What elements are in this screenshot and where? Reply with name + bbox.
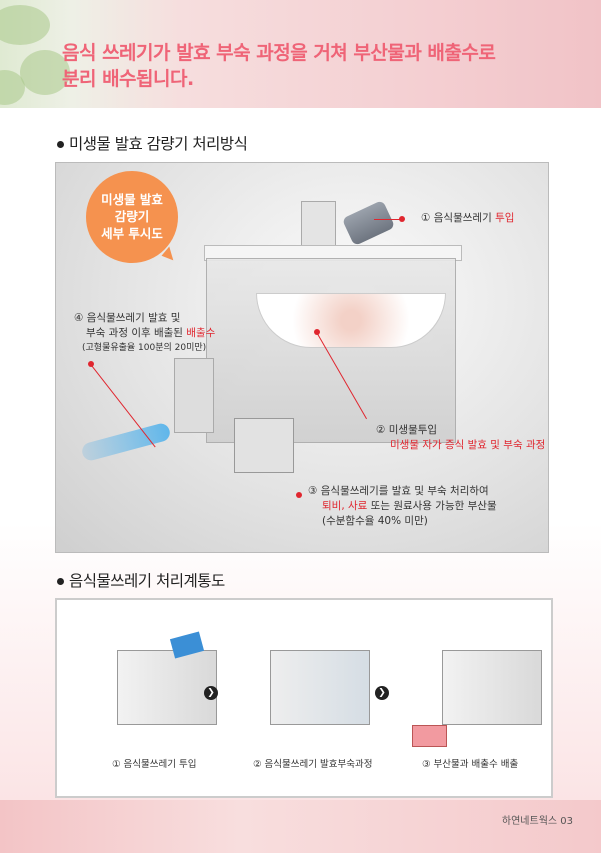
bubble-line: 감량기 — [114, 209, 150, 224]
section-heading-1: 미생물 발효 감량기 처리방식 — [57, 132, 248, 154]
step-caption-2: ② 음식물쓰레기 발효부숙과정 — [253, 759, 373, 770]
callout-2: ② 미생물투입 미생물 자가 증식 발효 및 부숙 과정 — [376, 424, 546, 451]
footer-background — [0, 800, 601, 853]
water-stream — [80, 421, 172, 463]
bubble-badge: 미생물 발효 감량기 세부 투시도 — [86, 171, 178, 263]
output-tray — [234, 418, 294, 473]
machine-step-1 — [117, 650, 217, 725]
section-title: 음식물쓰레기 처리계통도 — [69, 572, 225, 590]
byproduct-tray — [412, 725, 447, 747]
next-arrow-icon: ❯ — [375, 686, 389, 700]
section-title: 미생물 발효 감량기 처리방식 — [69, 135, 248, 153]
callout-line — [374, 219, 400, 220]
callout-dot — [399, 216, 405, 222]
callout-dot — [296, 492, 302, 498]
discharge-unit — [174, 358, 214, 433]
leaf-decoration — [20, 50, 70, 95]
page-title: 음식 쓰레기가 발효 부숙 과정을 거쳐 부산물과 배출수로 분리 배수됩니다. — [62, 40, 496, 92]
callout-3: ③ 음식물쓰레기를 발효 및 부숙 처리하여 퇴비, 사료 또는 원료사용 가능… — [308, 485, 497, 527]
bubble-line: 미생물 발효 — [101, 192, 163, 207]
trash-bin-icon — [341, 199, 396, 247]
bullet-icon — [57, 578, 64, 585]
process-flow-diagram: ❯ ❯ ① 음식물쓰레기 투입 ② 음식물쓰레기 발효부숙과정 ③ 부산물과 배… — [55, 598, 553, 798]
input-chute — [301, 201, 336, 247]
machine-step-2 — [270, 650, 370, 725]
cutaway-illustration: 미생물 발효 감량기 세부 투시도 ① 음식물쓰레기 투입 ④ 음식물쓰레기 발… — [55, 162, 549, 553]
title-line-2: 분리 배수됩니다. — [62, 68, 194, 90]
machine-step-3 — [442, 650, 542, 725]
bullet-icon — [57, 141, 64, 148]
fermentation-tank — [206, 258, 456, 443]
title-line-1: 음식 쓰레기가 발효 부숙 과정을 거쳐 부산물과 배출수로 — [62, 42, 496, 64]
food-waste-mix — [256, 293, 446, 348]
header-banner: 음식 쓰레기가 발효 부숙 과정을 거쳐 부산물과 배출수로 분리 배수됩니다. — [0, 0, 601, 108]
callout-1: ① 음식물쓰레기 투입 — [421, 212, 515, 224]
section-heading-2: 음식물쓰레기 처리계통도 — [57, 569, 225, 591]
next-arrow-icon: ❯ — [204, 686, 218, 700]
bubble-line: 세부 투시도 — [101, 226, 163, 241]
page-footer: 하연네트웍스 03 — [501, 816, 573, 827]
callout-4: ④ 음식물쓰레기 발효 및 부숙 과정 이후 배출된 배출수 (고형물유출율 1… — [74, 312, 216, 353]
leaf-decoration — [0, 5, 50, 45]
step-caption-1: ① 음식물쓰레기 투입 — [112, 759, 197, 770]
step-caption-3: ③ 부산물과 배출수 배출 — [422, 759, 519, 770]
